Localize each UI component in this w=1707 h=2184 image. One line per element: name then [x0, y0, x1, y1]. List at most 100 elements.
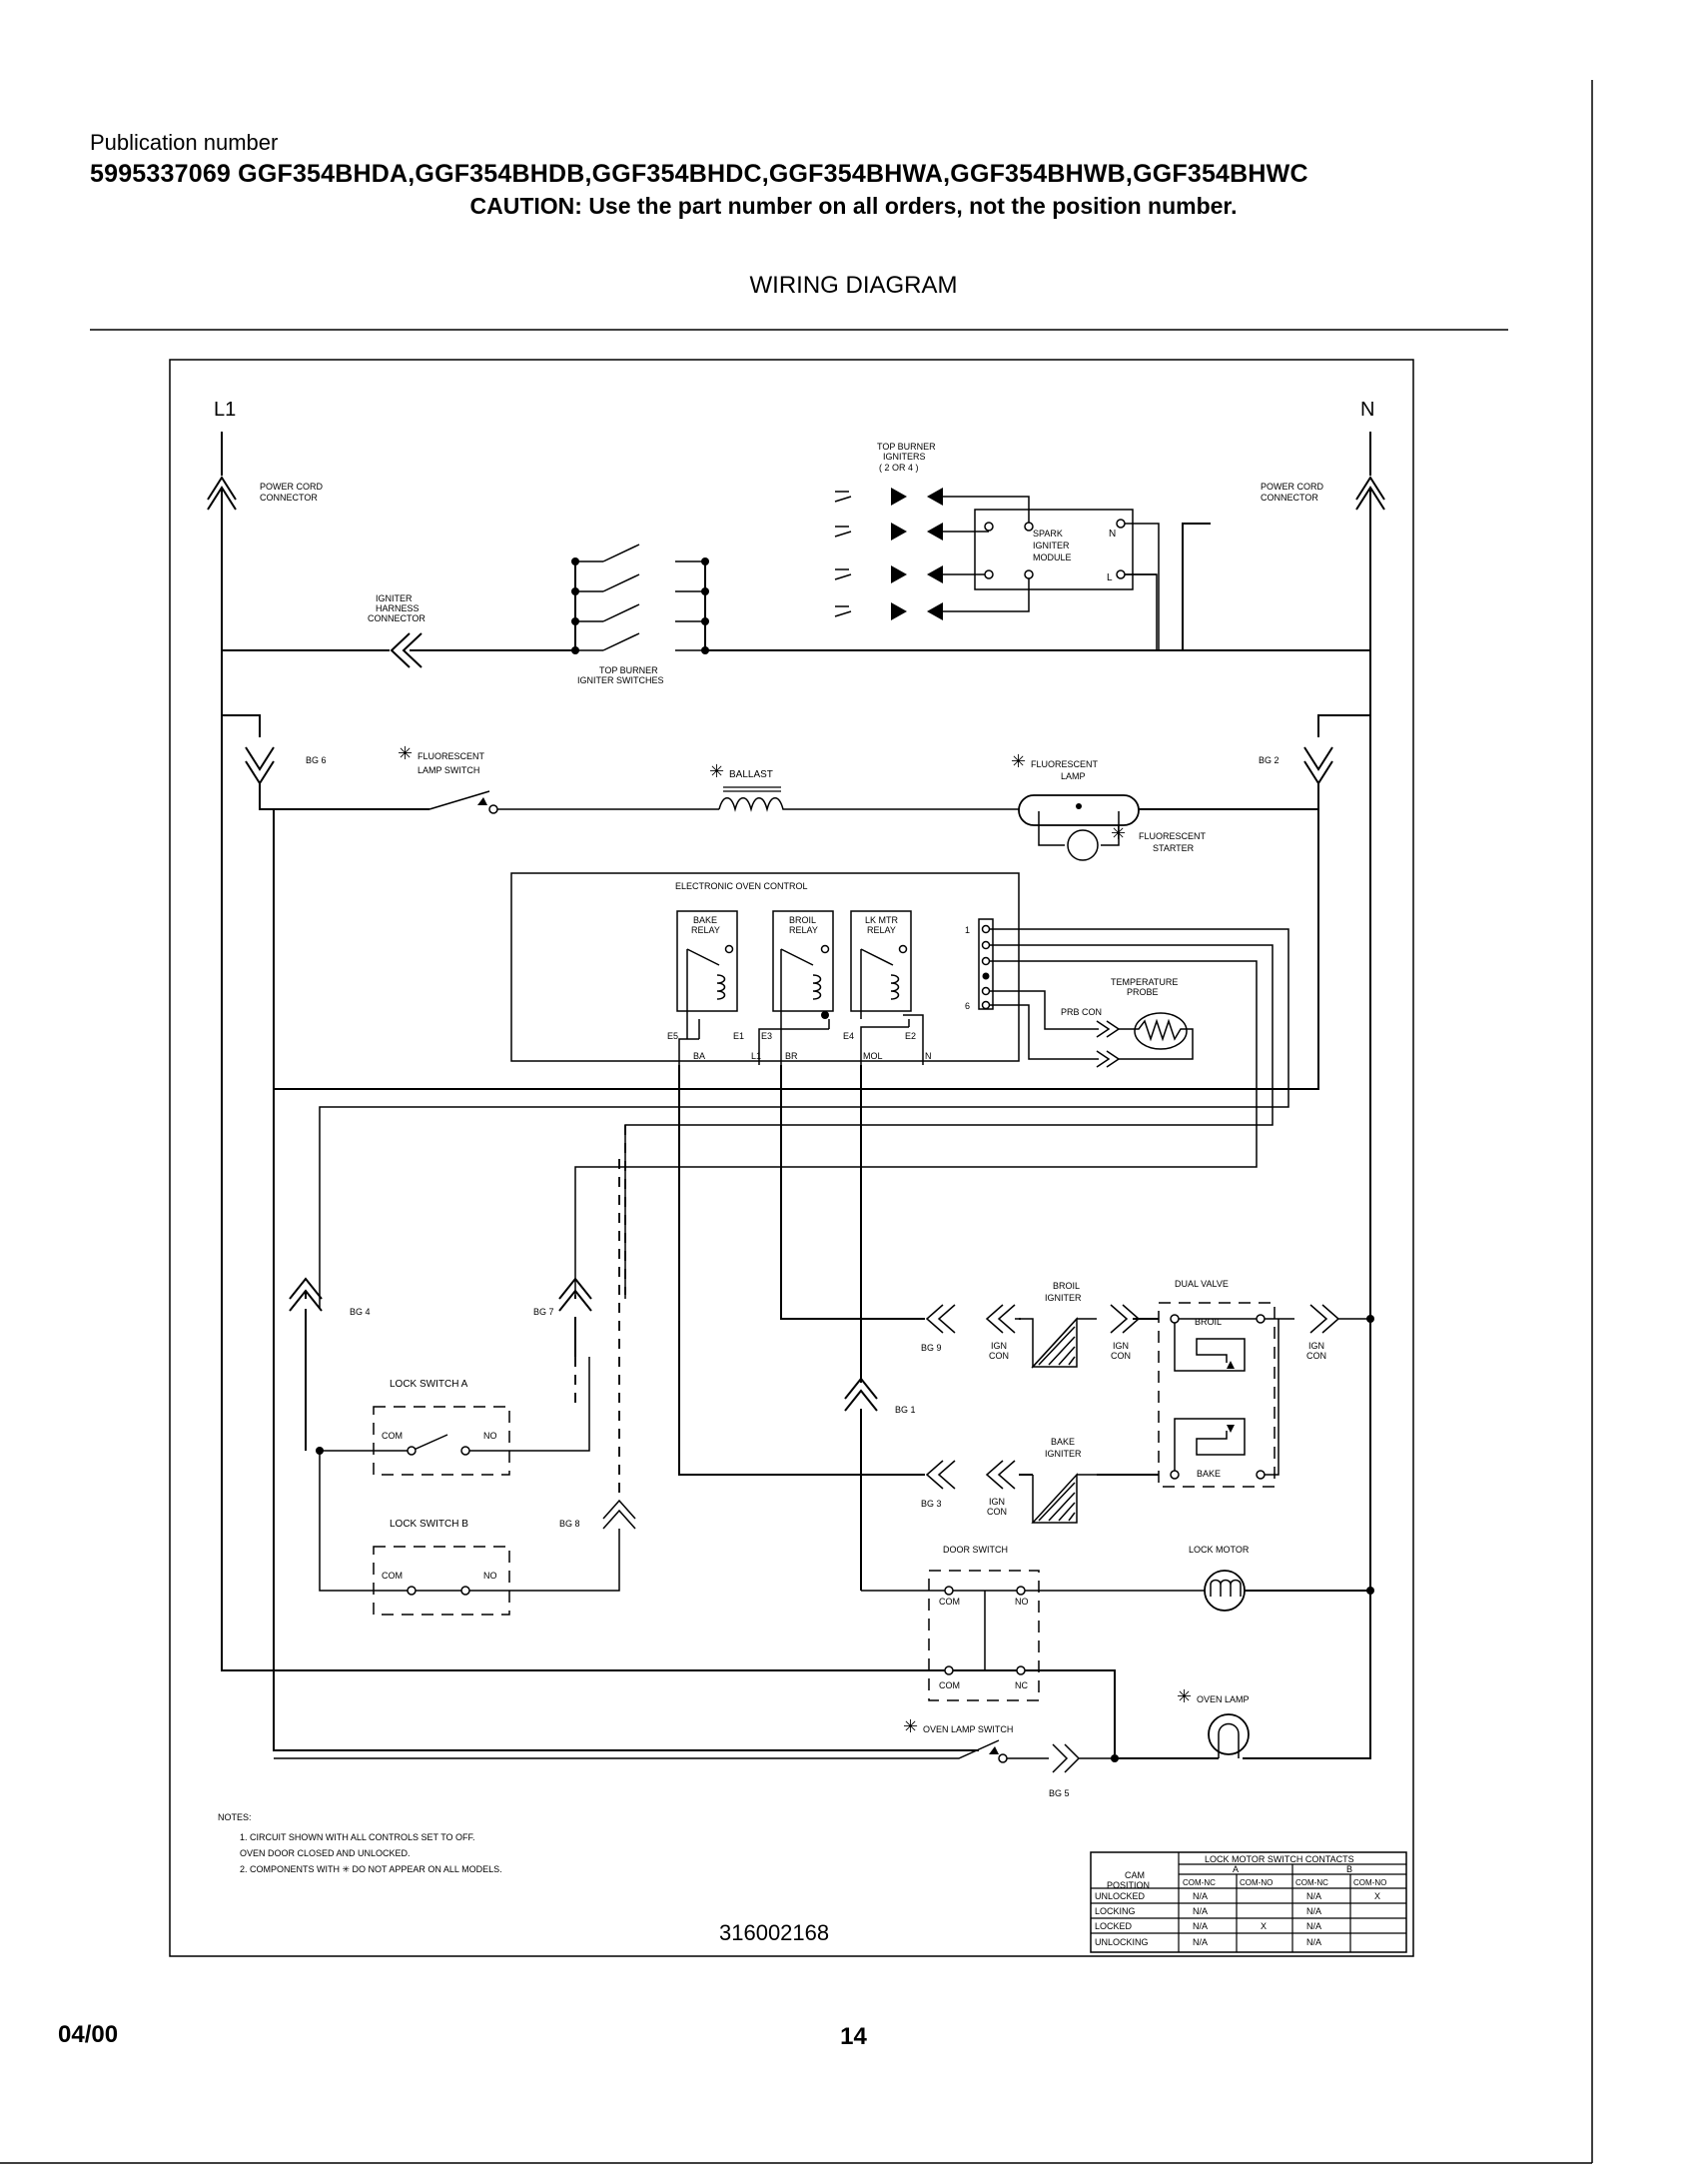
- spark-module-wires: [1125, 523, 1160, 650]
- probe-connector: [1096, 1020, 1121, 1068]
- fluorescent-switch-label-1: FLUORESCENT: [418, 751, 485, 761]
- lk-mtr-relay-label-2: RELAY: [867, 925, 896, 935]
- power-cord-label-left-2: CONNECTOR: [260, 493, 318, 503]
- diagram-title: WIRING DIAGRAM: [749, 272, 958, 299]
- bg3-label: BG 3: [921, 1499, 942, 1509]
- bg4-connector: [289, 1277, 323, 1312]
- dual-valve-label: DUAL VALVE: [1175, 1279, 1229, 1289]
- table-cam: CAM: [1125, 1870, 1145, 1880]
- dual-valve: [1158, 1302, 1276, 1488]
- bake-relay: [676, 910, 738, 1012]
- ballast-label: BALLAST: [729, 769, 773, 780]
- oven-lamp-switch: [274, 1739, 1049, 1759]
- igniter-harness-connector: [390, 632, 423, 668]
- lock-switch-b-com: COM: [382, 1571, 403, 1581]
- lock-switch-a-no: NO: [483, 1431, 497, 1441]
- bake-igniter-label-2: IGNITER: [1045, 1449, 1082, 1459]
- spark-l-wire: [1125, 573, 1158, 650]
- bg2-label: BG 2: [1259, 755, 1280, 765]
- lock-switch-b-label: LOCK SWITCH B: [390, 1519, 468, 1530]
- broil-igniter-label-1: BROIL: [1053, 1281, 1080, 1291]
- igniter-harness-label-1: IGNITER: [376, 593, 413, 603]
- svg-text:N/A: N/A: [1306, 1891, 1321, 1901]
- broil-ign-con-3: IGN: [1113, 1341, 1129, 1351]
- igniter-harness-label-3: CONNECTOR: [368, 613, 426, 623]
- pin-6-label: 6: [965, 1001, 970, 1011]
- diagram-frame: [169, 359, 1414, 1957]
- power-cord-connector-l1: [207, 476, 237, 511]
- lock-switch-b-contacts: [319, 1451, 620, 1592]
- fluorescent-lamp-switch: [428, 790, 719, 810]
- eoc-internal-wires: [678, 1014, 924, 1065]
- bake-igniter-label-1: BAKE: [1051, 1437, 1075, 1447]
- broil-ign-con-2: CON: [989, 1351, 1009, 1361]
- oven-lamp: [1208, 1713, 1250, 1755]
- bake-igniter: [1031, 1473, 1078, 1524]
- table-row: UNLOCKING N/A N/A: [1095, 1937, 1321, 1947]
- svg-text:N/A: N/A: [1193, 1891, 1208, 1901]
- drawing-number: 316002168: [719, 1920, 829, 1945]
- lock-switch-a-com: COM: [382, 1431, 403, 1441]
- bg4-label: BG 4: [350, 1307, 371, 1317]
- terminal-e1: E1: [733, 1031, 744, 1041]
- bg6-connector: [245, 746, 275, 785]
- top-burner-igniter-switches: [571, 523, 1370, 654]
- svg-text:N/A: N/A: [1193, 1921, 1208, 1931]
- bg2-connector: [1303, 746, 1333, 785]
- eoc-label: ELECTRONIC OVEN CONTROL: [675, 881, 808, 891]
- note-1: 1. CIRCUIT SHOWN WITH ALL CONTROLS SET T…: [240, 1832, 475, 1842]
- wire-ba: BA: [693, 1051, 705, 1061]
- lock-switch-b-no: NO: [483, 1571, 497, 1581]
- terminal-e4: E4: [843, 1031, 854, 1041]
- bg5-label: BG 5: [1049, 1788, 1070, 1798]
- ballast-coil: [718, 797, 1019, 812]
- bg6-label: BG 6: [306, 755, 327, 765]
- spark-igniter-module: [974, 509, 1134, 590]
- fluorescent-switch-asterisk: ✳: [398, 743, 413, 763]
- dual-valve-return: [1265, 1319, 1280, 1476]
- oven-lamp-switch-asterisk: ✳: [903, 1716, 918, 1736]
- power-cord-connector-n: [1355, 476, 1385, 511]
- svg-text:LOCKED: LOCKED: [1095, 1921, 1133, 1931]
- svg-text:LOCKING: LOCKING: [1095, 1906, 1136, 1916]
- bg8-connector: [602, 1499, 636, 1530]
- bg8-label: BG 8: [559, 1519, 580, 1529]
- wire-br: BR: [785, 1051, 798, 1061]
- ballast-asterisk: ✳: [709, 761, 724, 781]
- prb-con-label: PRB CON: [1061, 1007, 1102, 1017]
- terminal-e3: E3: [761, 1031, 772, 1041]
- broil-ign-con-1: IGN: [991, 1341, 1007, 1351]
- fluorescent-starter: [1067, 829, 1099, 861]
- wire-mol: MOL: [863, 1051, 883, 1061]
- oven-lamp-switch-label: OVEN LAMP SWITCH: [923, 1724, 1013, 1734]
- page-number: 14: [840, 2023, 867, 2050]
- table-row: LOCKING N/A N/A: [1095, 1906, 1321, 1916]
- broil-relay-label-1: BROIL: [789, 915, 816, 925]
- door-switch-com-bottom: COM: [939, 1680, 960, 1690]
- publication-models: 5995337069 GGF354BHDA,GGF354BHDB,GGF354B…: [90, 160, 1308, 188]
- l1-label: L1: [214, 399, 236, 421]
- l1-branch-lower: [273, 809, 979, 1751]
- pin-1-label: 1: [965, 925, 970, 935]
- svg-text:N/A: N/A: [1193, 1906, 1208, 1916]
- igniter-harness-label-2: HARNESS: [376, 603, 420, 613]
- table-position: POSITION: [1107, 1880, 1150, 1890]
- notes-heading: NOTES:: [218, 1812, 252, 1822]
- broil-connectors: [925, 1304, 1141, 1334]
- publication-label: Publication number: [90, 130, 279, 155]
- starter-label-2: STARTER: [1153, 843, 1195, 853]
- top-burner-igniters-label-1: TOP BURNER: [877, 442, 936, 452]
- n-label: N: [1360, 399, 1374, 421]
- bake-connectors: [925, 1460, 1016, 1490]
- table-sub-b-no: COM-NO: [1353, 1878, 1386, 1887]
- caution-note: CAUTION: Use the part number on all orde…: [469, 193, 1238, 219]
- spark-label-1: SPARK: [1033, 529, 1063, 539]
- dual-valve-n-connector: [1265, 1304, 1370, 1334]
- power-cord-label-right-1: POWER CORD: [1261, 482, 1324, 492]
- svg-text:N/A: N/A: [1306, 1937, 1321, 1947]
- lock-switch-b: [373, 1546, 510, 1616]
- bg6-branch: [222, 714, 429, 810]
- terminal-e2: E2: [905, 1031, 916, 1041]
- dual-valve-broil-label: BROIL: [1195, 1317, 1222, 1327]
